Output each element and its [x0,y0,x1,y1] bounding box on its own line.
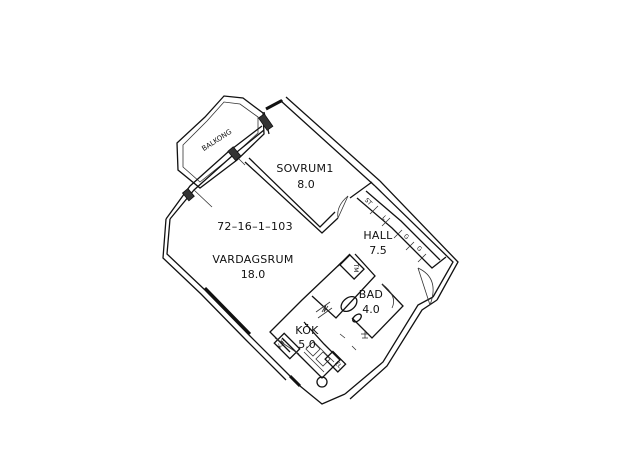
fixture-tm: TM [352,263,359,273]
sovrum-name: SOVRUM1 [276,162,333,175]
labels: BALKONG SOVRUM1 8.0 72–16–1–103 HALL 7.5… [201,128,424,371]
fixture-st: ST [363,197,373,207]
hall-name: HALL [363,229,393,242]
fixtures [273,254,369,388]
sink-icon [352,313,362,323]
balkong-label: BALKONG [201,128,234,153]
bad-name: BAD [359,288,383,301]
toilet-icon [340,295,358,313]
fixture-kf: K/F [276,338,287,350]
exterior-walls [162,96,459,405]
hall-area: 7.5 [369,244,387,257]
stove-icon [316,376,328,388]
sovrum-area: 8.0 [297,178,315,191]
vardagsrum-name: VARDAGSRUM [212,253,293,266]
fixture-l: L [380,214,388,222]
fixture-el: EL [333,360,343,370]
fixture-g1: G [402,233,410,241]
bad-area: 4.0 [362,303,380,316]
unit-id: 72–16–1–103 [217,220,293,233]
kok-name: KÖK [295,324,319,337]
kok-area: 5.0 [298,338,316,351]
vardagsrum-area: 18.0 [241,268,266,281]
fixture-g2: G [415,245,423,253]
